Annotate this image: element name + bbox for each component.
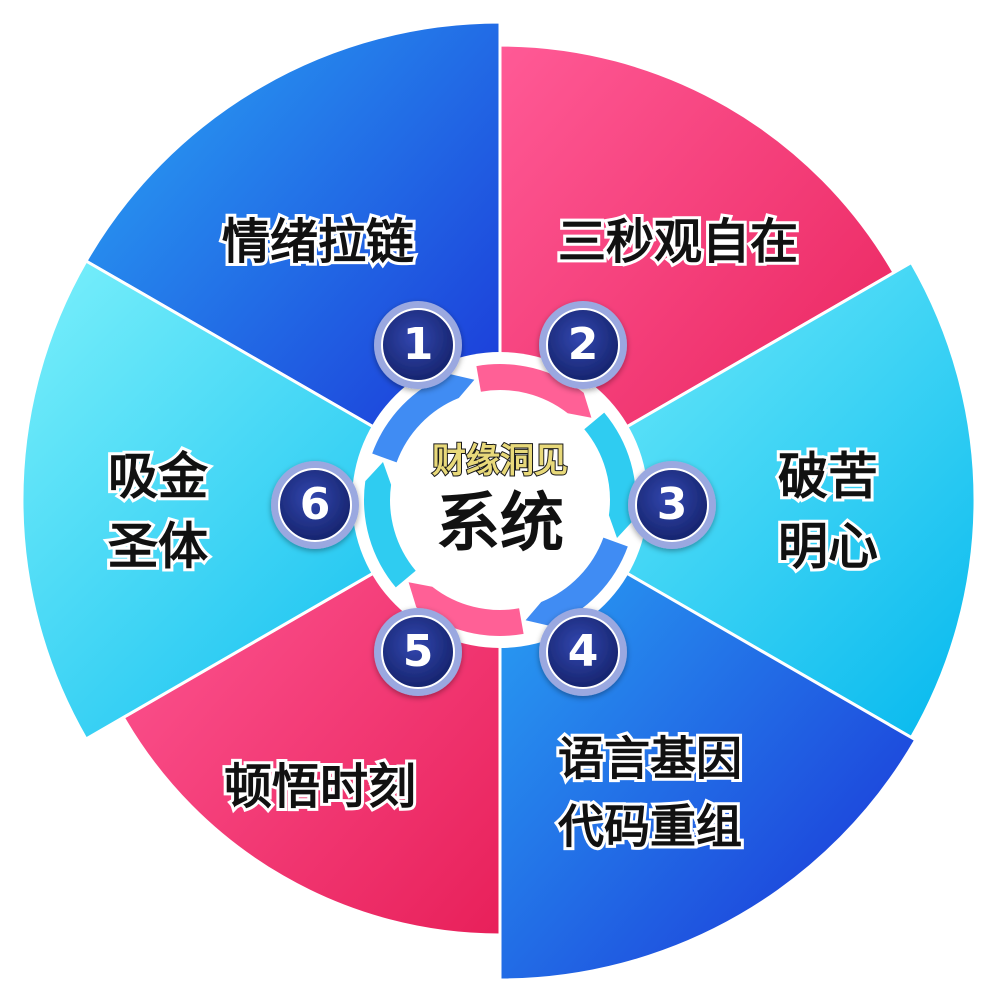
badge-6-number: 6 xyxy=(300,479,331,530)
badge-4: 4 xyxy=(539,608,627,696)
wedge-3 xyxy=(496,260,977,740)
segment-4-label-line-2: 代码重组 xyxy=(557,800,742,854)
badge-2: 2 xyxy=(539,301,627,389)
badge-1-number: 1 xyxy=(403,319,434,370)
segment-3-label-line-2: 明心 xyxy=(778,518,878,576)
cycle-arrow-icon xyxy=(363,462,416,588)
segment-3-label-line-1: 破苦 xyxy=(778,448,878,506)
cycle-arrow-icon xyxy=(408,582,524,636)
center-subtitle: 财缘洞见 xyxy=(432,441,568,481)
segment-1-label-line-1: 情绪拉链 xyxy=(222,214,414,270)
segment-2-label-line-1: 三秒观自在 xyxy=(558,214,798,270)
badge-disc xyxy=(381,308,455,382)
cycle-arrow-icon xyxy=(525,537,628,627)
badge-1: 1 xyxy=(374,301,462,389)
cycle-arrow-icon xyxy=(476,364,592,418)
badge-4-number: 4 xyxy=(568,626,599,677)
badge-6: 6 xyxy=(271,461,359,549)
badge-disc xyxy=(546,308,620,382)
badge-5-number: 5 xyxy=(403,626,434,677)
badge-3-number: 3 xyxy=(657,479,688,530)
badge-disc xyxy=(278,468,352,542)
wedge-2 xyxy=(498,43,897,503)
cycle-arrow-icon xyxy=(372,373,475,463)
badge-2-number: 2 xyxy=(568,319,599,370)
cycle-arrow-icon xyxy=(584,412,637,538)
badge-disc xyxy=(381,615,455,689)
center-disc xyxy=(398,398,602,602)
segment-6-label-line-1: 吸金 xyxy=(108,448,209,506)
segment-4-label-line-1: 语言基因 xyxy=(558,732,742,786)
wedge-6 xyxy=(20,258,504,742)
segment-5-label-line-1: 顿悟时刻 xyxy=(224,759,416,815)
badge-5: 5 xyxy=(374,608,462,696)
badge-disc xyxy=(546,615,620,689)
segment-6-label-line-2: 圣体 xyxy=(108,518,208,576)
badge-3: 3 xyxy=(628,461,716,549)
badge-disc xyxy=(635,468,709,542)
center-title: 系统 xyxy=(436,487,564,561)
